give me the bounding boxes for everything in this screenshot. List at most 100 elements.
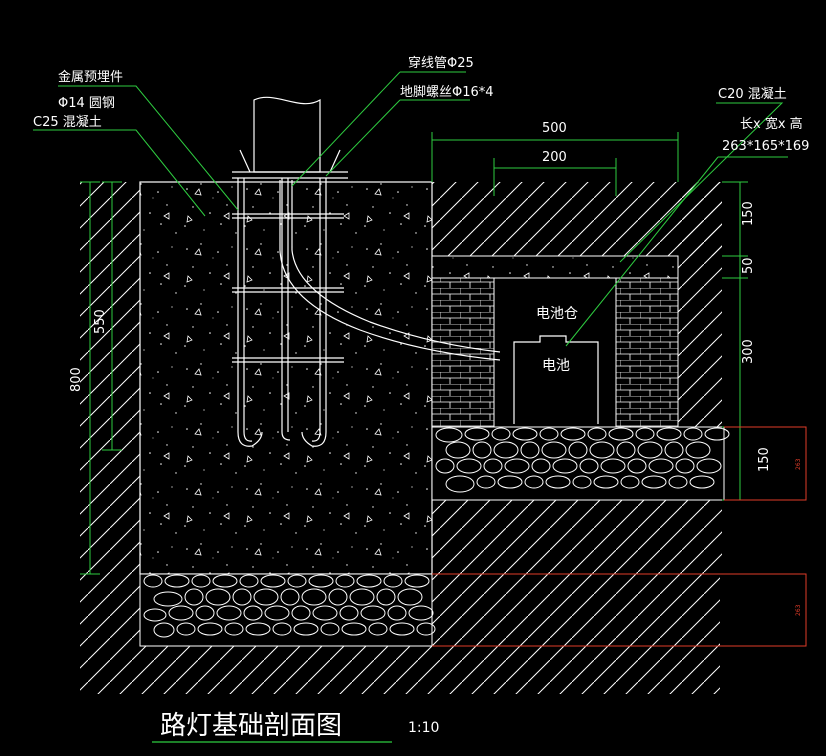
cobblestone [504, 458, 530, 474]
cobblestone [191, 574, 211, 588]
cobblestone [195, 605, 215, 621]
cobblestone [376, 588, 396, 606]
label-lwh-value: 263*165*169 [722, 139, 809, 154]
cobblestone [287, 574, 307, 588]
cobblestone [620, 475, 640, 489]
cobblestone [212, 574, 238, 588]
cobblestone [524, 475, 544, 489]
cobblestone [545, 475, 571, 489]
cobblestone [197, 622, 223, 636]
cobblestone [696, 458, 722, 474]
cobblestone [335, 574, 355, 588]
cobblestone [531, 458, 551, 474]
label-anchor-bolt: 地脚螺丝Φ16*4 [400, 84, 494, 100]
cobblestone [293, 622, 319, 636]
cobblestone [435, 427, 463, 443]
cobblestone [704, 427, 730, 441]
gravel-bed-battery [431, 426, 730, 501]
cobblestone [656, 427, 682, 441]
cobblestone [608, 427, 634, 441]
cobblestone [635, 427, 655, 441]
cobblestone [668, 475, 688, 489]
cobblestone [360, 605, 386, 621]
cobblestone [280, 588, 300, 606]
cobblestone [143, 574, 163, 588]
cobblestone [539, 427, 559, 441]
cobblestone [497, 475, 523, 489]
cobblestone [312, 605, 338, 621]
cobblestone [408, 605, 434, 621]
cobblestone [272, 622, 292, 636]
c25-concrete-block [139, 181, 433, 575]
cobblestone [168, 605, 194, 621]
cobblestone [205, 588, 231, 606]
cobblestone [675, 458, 695, 474]
cobblestone [387, 605, 407, 621]
cobblestone [445, 475, 475, 493]
dim-263-b: 263 [795, 604, 802, 616]
dim-50: 50 [741, 257, 756, 274]
cobblestone [541, 441, 567, 459]
cobblestone [648, 458, 674, 474]
cobblestone [328, 588, 348, 606]
cobblestone [320, 622, 340, 636]
label-conduit: 穿线管Φ25 [408, 55, 474, 71]
cobblestone [216, 605, 242, 621]
cobblestone [491, 427, 511, 441]
cobblestone [589, 441, 615, 459]
label-battery: 电池 [542, 358, 570, 374]
label-round-steel: Φ14 圆钢 [58, 96, 115, 111]
cobblestone [253, 588, 279, 606]
cobblestone [560, 427, 586, 441]
cobblestone [627, 458, 647, 474]
dim-200: 200 [542, 150, 567, 165]
drawing-title: 路灯基础剖面图 [160, 711, 342, 741]
cobblestone [520, 441, 540, 459]
cobblestone [383, 574, 403, 588]
cobblestone [616, 441, 636, 459]
cobblestone [689, 475, 715, 489]
cobblestone [664, 441, 684, 459]
cobblestone [404, 574, 430, 588]
label-battery-bay: 电池仓 [536, 306, 578, 322]
cobblestone [464, 427, 490, 441]
dim-150-top: 150 [741, 201, 756, 226]
cobblestone [184, 588, 204, 606]
drawing-scale: 1:10 [408, 720, 439, 736]
dim-800: 800 [69, 367, 84, 392]
cobblestone [301, 588, 327, 606]
cobblestone [416, 622, 436, 636]
cobblestone [143, 608, 167, 622]
cobblestone [153, 622, 175, 638]
cobblestone [164, 574, 190, 588]
cobblestone [245, 622, 271, 636]
cobblestone [243, 605, 263, 621]
cobblestone [587, 427, 607, 441]
label-lwh: 长x 宽x 高 [740, 116, 803, 132]
anchor-bolts [232, 178, 344, 447]
cobblestone [493, 441, 519, 459]
lamp-pole [232, 96, 348, 179]
cobblestone [685, 441, 711, 459]
cobblestone [368, 622, 388, 636]
cobblestone [291, 605, 311, 621]
label-c25-concrete: C25 混凝土 [33, 114, 102, 130]
cobblestone [260, 574, 286, 588]
red-dimension-lines [432, 426, 807, 647]
label-c20-concrete: C20 混凝土 [718, 86, 787, 102]
cobblestone [456, 458, 482, 474]
cobblestone [224, 622, 244, 636]
label-metal-embed: 金属预埋件 [58, 69, 123, 85]
cobblestone [600, 458, 626, 474]
cobblestone [239, 574, 259, 588]
cobblestone [264, 605, 290, 621]
cobblestone [476, 475, 496, 489]
cobblestone [389, 622, 415, 636]
cobblestone [176, 622, 196, 636]
cobblestone [579, 458, 599, 474]
cobblestone [153, 591, 183, 607]
cobblestone [641, 475, 667, 489]
dim-300: 300 [741, 339, 756, 364]
cobblestone [637, 441, 663, 459]
